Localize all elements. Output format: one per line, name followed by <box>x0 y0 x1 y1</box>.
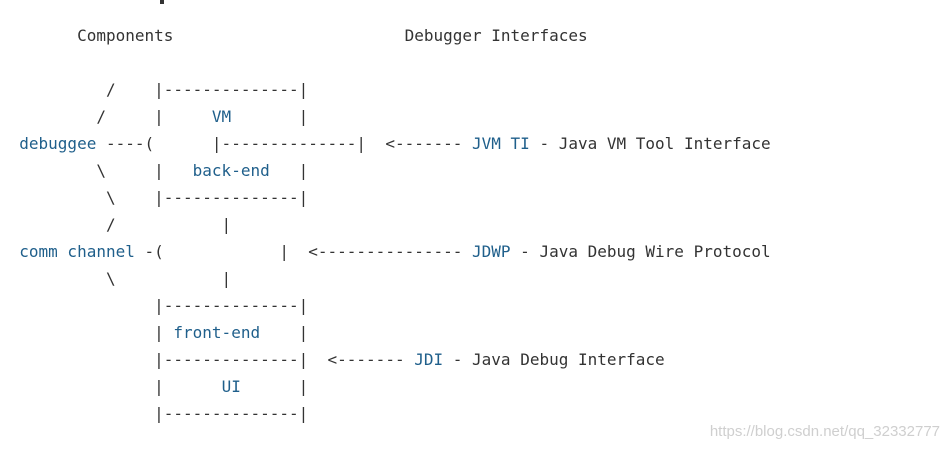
row-vm-top-border: / |--------------| <box>0 80 309 99</box>
row-frontend-top-border: |--------------| <box>0 296 309 315</box>
row-backend-bottom-border: \ |--------------| <box>0 188 309 207</box>
header-row: Components Debugger Interfaces <box>0 22 588 49</box>
vm-label: VM <box>211 107 232 126</box>
jdwp-label: JDWP <box>472 242 511 261</box>
components-header: Components <box>77 26 174 45</box>
comm-channel-label: comm channel <box>19 242 135 261</box>
jdi-label: JDI <box>414 350 444 369</box>
row-ui: | UI | <box>0 377 309 396</box>
ui-label: UI <box>221 377 241 396</box>
jvmti-label: JVM TI <box>472 134 530 153</box>
row-jdi: |--------------| <------- JDI - Java Deb… <box>0 350 665 369</box>
backend-label: back-end <box>192 161 270 180</box>
row-ui-bottom-border: |--------------| <box>0 404 309 423</box>
row-channel-bottom: \ | <box>0 269 232 288</box>
row-vm: / | VM | <box>0 107 309 126</box>
frontend-label: front-end <box>173 323 261 342</box>
row-comm-channel: comm channel -( | <--------------- JDWP … <box>19 242 771 261</box>
row-backend: \ | back-end | <box>0 161 309 180</box>
jdwp-description: - Java Debug Wire Protocol <box>510 242 771 261</box>
watermark: https://blog.csdn.net/qq_32332777 <box>709 423 940 440</box>
jdi-description: - Java Debug Interface <box>443 350 665 369</box>
row-channel-top: / | <box>0 215 232 234</box>
row-frontend: | front-end | <box>0 323 309 342</box>
debugger-interfaces-header: Debugger Interfaces <box>404 26 588 45</box>
top-crop-mark <box>160 0 164 4</box>
debuggee-label: debuggee <box>19 134 97 153</box>
row-debuggee: debuggee ----( |--------------| <-------… <box>19 134 771 153</box>
jvmti-description: - Java VM Tool Interface <box>529 134 771 153</box>
